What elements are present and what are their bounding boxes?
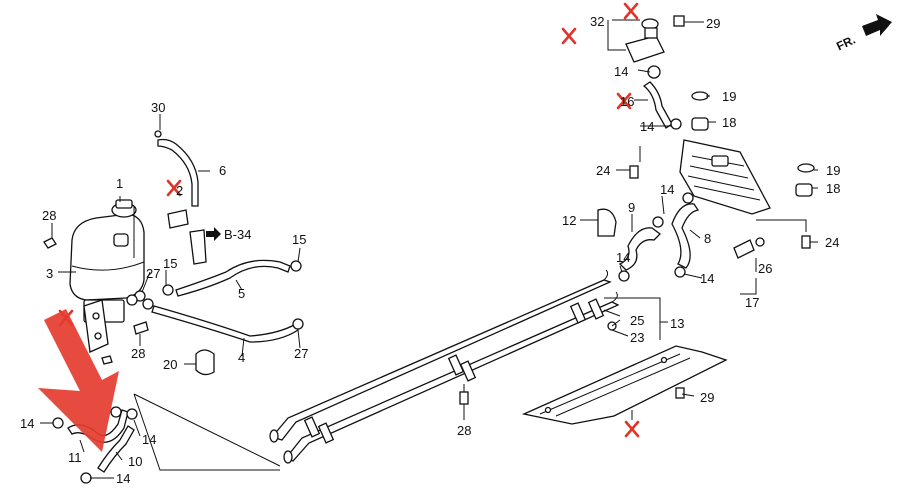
part-label: 12 [562, 213, 576, 228]
part-label: 18 [826, 181, 840, 196]
red-x-marks [58, 2, 640, 438]
clamps-left [52, 260, 304, 484]
part-label: 14 [616, 250, 630, 265]
part-label: 28 [131, 346, 145, 361]
x-mark-top [623, 2, 639, 20]
part-label: 16 [620, 94, 634, 109]
part-label: 27 [146, 266, 160, 281]
part-label: 14 [614, 64, 628, 79]
red-arrow-icon [38, 309, 119, 452]
part-label: 11 [68, 450, 82, 465]
expansion-tank [69, 213, 145, 323]
part-label: 17 [745, 295, 759, 310]
bolt-28-lower [459, 384, 469, 405]
part-label: 6 [219, 163, 226, 178]
ref-arrow-icon [206, 227, 221, 241]
radiator [679, 139, 771, 215]
front-direction-indicator: FR. [834, 14, 892, 53]
x-mark-16 [616, 92, 632, 110]
part-label: 20 [163, 357, 177, 372]
part-label: 9 [628, 200, 635, 215]
part-label: 29 [706, 16, 720, 31]
bolts-left [43, 237, 149, 365]
part-label: 24 [596, 163, 610, 178]
radiator-mount-32 [625, 18, 665, 63]
forward-arrow-icon [862, 14, 892, 36]
part-label: 15 [163, 256, 177, 271]
right-small-parts [597, 15, 815, 399]
leader-lines [40, 19, 818, 479]
reference-label: B-34 [224, 227, 251, 242]
part-label: 23 [630, 330, 644, 345]
part-label: 24 [825, 235, 839, 250]
part-label: 13 [670, 316, 684, 331]
part-label: 5 [238, 286, 245, 301]
part-label: 14 [700, 271, 714, 286]
part-label: 18 [722, 115, 736, 130]
part-label: 27 [294, 346, 308, 361]
part-label: 3 [46, 266, 53, 281]
clip-2 [167, 209, 207, 265]
part-label: 19 [826, 163, 840, 178]
overflow-hose [154, 130, 199, 207]
part-label: 14 [640, 119, 654, 134]
direction-label: FR. [834, 33, 857, 54]
upper-hose [175, 259, 291, 297]
part-label: 25 [630, 313, 644, 328]
coolant-pipes [269, 269, 620, 464]
clip-20 [195, 349, 215, 376]
lower-cover-panel [521, 345, 728, 425]
part-label: 10 [128, 454, 142, 469]
tank-cap [111, 199, 137, 218]
part-label: 28 [457, 423, 471, 438]
part-labels: 1 3 28 30 6 2 27 15 28 15 5 4 27 20 14 1… [20, 14, 840, 486]
part-label: 1 [116, 176, 123, 191]
part-label: 15 [292, 232, 306, 247]
part-label: 14 [660, 182, 674, 197]
part-label: 14 [20, 416, 34, 431]
part-label: 19 [722, 89, 736, 104]
part-label: 2 [176, 183, 183, 198]
x-mark-32 [561, 27, 577, 45]
part-label: 4 [238, 350, 245, 365]
part-label: 32 [590, 14, 604, 29]
part-label: 14 [142, 432, 156, 447]
part-label: 14 [116, 471, 130, 486]
lower-hose [151, 305, 299, 343]
part-label: 28 [42, 208, 56, 223]
part-label: 29 [700, 390, 714, 405]
part-label: 26 [758, 261, 772, 276]
radiator-hoses-right [618, 81, 700, 271]
x-mark-2 [166, 179, 182, 197]
reference-b34: B-34 [206, 227, 251, 242]
x-mark-panel [624, 420, 640, 438]
part-label: 30 [151, 100, 165, 115]
tank-bracket [83, 299, 109, 353]
part-label: 8 [704, 231, 711, 246]
